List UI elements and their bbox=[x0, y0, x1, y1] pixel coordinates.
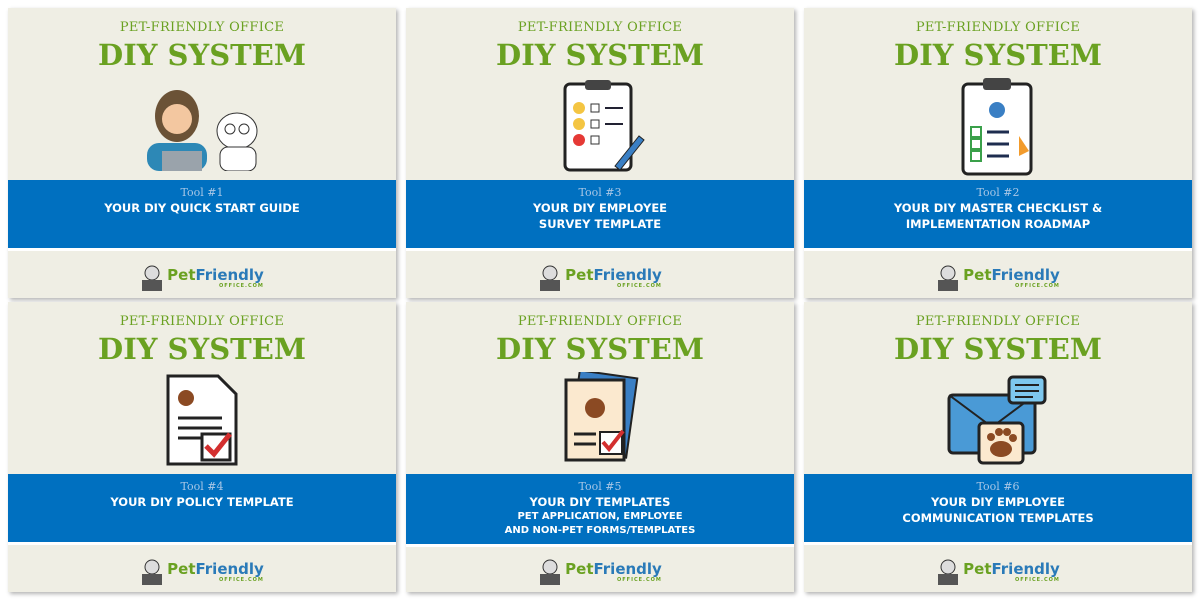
survey-clipboard-icon bbox=[406, 76, 794, 176]
cover-tool-3: PET-FRIENDLY OFFICE DIY SYSTEM Tool #3 YO… bbox=[406, 8, 794, 298]
cover-tool-2: PET-FRIENDLY OFFICE DIY SYSTEM Tool #2 YO… bbox=[804, 8, 1192, 298]
dog-laptop-icon bbox=[540, 559, 561, 585]
dog-laptop-icon bbox=[938, 559, 959, 585]
petfriendly-logo: PetFriendly OFFICE.COM bbox=[406, 558, 794, 586]
cover-band: Tool #4 YOUR DIY POLICY TEMPLATE bbox=[8, 474, 396, 545]
cover-kicker: PET-FRIENDLY OFFICE bbox=[119, 20, 285, 35]
dog-laptop-icon bbox=[142, 559, 163, 585]
cover-tool-5: PET-FRIENDLY OFFICE DIY SYSTEM Tool #5 YO… bbox=[406, 302, 794, 592]
tool-number: Tool #4 bbox=[180, 480, 224, 493]
cover-title: DIY SYSTEM bbox=[98, 332, 306, 366]
cover-band: Tool #3 YOUR DIY EMPLOYEE SURVEY TEMPLATE bbox=[406, 180, 794, 251]
petfriendly-logo: PetFriendly OFFICE.COM bbox=[406, 264, 794, 292]
cover-kicker: PET-FRIENDLY OFFICE bbox=[915, 20, 1081, 35]
logo-pet: Pet bbox=[963, 559, 992, 578]
envelope-chat-icon bbox=[804, 370, 1192, 470]
logo-sub: OFFICE.COM bbox=[1015, 576, 1060, 583]
cover-title: DIY SYSTEM bbox=[894, 332, 1102, 366]
cover-tool-6: PET-FRIENDLY OFFICE DIY SYSTEM Tool #6 YO… bbox=[804, 302, 1192, 592]
logo-friendly: Friendly bbox=[195, 559, 264, 578]
petfriendly-logo: PetFriendly OFFICE.COM bbox=[804, 264, 1192, 292]
logo-friendly: Friendly bbox=[991, 265, 1060, 284]
forms-documents-icon bbox=[406, 370, 794, 470]
cover-heading-line: YOUR DIY EMPLOYEE bbox=[930, 495, 1066, 509]
cover-band: Tool #1 YOUR DIY QUICK START GUIDE bbox=[8, 180, 396, 251]
cover-band: Tool #5 YOUR DIY TEMPLATES PET APPLICATION… bbox=[406, 474, 794, 547]
tool-number: Tool #3 bbox=[578, 186, 622, 199]
tool-number: Tool #1 bbox=[180, 186, 224, 199]
logo-pet: Pet bbox=[167, 265, 196, 284]
cover-subheading-line: AND NON-PET FORMS/TEMPLATES bbox=[504, 525, 696, 536]
tool-number: Tool #5 bbox=[578, 480, 622, 493]
logo-friendly: Friendly bbox=[593, 559, 662, 578]
cover-heading-line: YOUR DIY POLICY TEMPLATE bbox=[110, 495, 294, 509]
cover-kicker: PET-FRIENDLY OFFICE bbox=[119, 314, 285, 329]
cover-heading-line: SURVEY TEMPLATE bbox=[538, 217, 662, 231]
cover-title: DIY SYSTEM bbox=[496, 332, 704, 366]
woman-and-dog-icon bbox=[8, 76, 396, 176]
cover-title: DIY SYSTEM bbox=[496, 38, 704, 72]
cover-title: DIY SYSTEM bbox=[894, 38, 1102, 72]
petfriendly-logo: PetFriendly OFFICE.COM bbox=[804, 558, 1192, 586]
checklist-clipboard-icon bbox=[804, 76, 1192, 176]
cover-tool-4: PET-FRIENDLY OFFICE DIY SYSTEM Tool #4 YO… bbox=[8, 302, 396, 592]
cover-tool-1: PET-FRIENDLY OFFICE DIY SYSTEM Tool #1 YO… bbox=[8, 8, 396, 298]
logo-sub: OFFICE.COM bbox=[219, 282, 264, 289]
logo-sub: OFFICE.COM bbox=[617, 576, 662, 583]
logo-pet: Pet bbox=[565, 265, 594, 284]
dog-laptop-icon bbox=[938, 265, 959, 291]
logo-friendly: Friendly bbox=[195, 265, 264, 284]
cover-band: Tool #6 YOUR DIY EMPLOYEE COMMUNICATION TE… bbox=[804, 474, 1192, 545]
logo-sub: OFFICE.COM bbox=[219, 576, 264, 583]
cover-heading-line: COMMUNICATION TEMPLATES bbox=[902, 511, 1094, 525]
logo-sub: OFFICE.COM bbox=[1015, 282, 1060, 289]
logo-pet: Pet bbox=[565, 559, 594, 578]
logo-pet: Pet bbox=[963, 265, 992, 284]
cover-heading-line: YOUR DIY QUICK START GUIDE bbox=[104, 201, 300, 215]
tool-number: Tool #2 bbox=[976, 186, 1020, 199]
dog-laptop-icon bbox=[142, 265, 163, 291]
cover-kicker: PET-FRIENDLY OFFICE bbox=[517, 314, 683, 329]
policy-document-icon bbox=[8, 370, 396, 470]
logo-sub: OFFICE.COM bbox=[617, 282, 662, 289]
petfriendly-logo: PetFriendly OFFICE.COM bbox=[8, 558, 396, 586]
petfriendly-logo: PetFriendly OFFICE.COM bbox=[8, 264, 396, 292]
dog-laptop-icon bbox=[540, 265, 561, 291]
cover-subheading-line: PET APPLICATION, EMPLOYEE bbox=[517, 511, 683, 522]
logo-friendly: Friendly bbox=[593, 265, 662, 284]
cover-band: Tool #2 YOUR DIY MASTER CHECKLIST & IMPLEM… bbox=[804, 180, 1192, 251]
cover-kicker: PET-FRIENDLY OFFICE bbox=[915, 314, 1081, 329]
cover-heading-line: YOUR DIY EMPLOYEE bbox=[532, 201, 668, 215]
cover-title: DIY SYSTEM bbox=[98, 38, 306, 72]
cover-heading-line: YOUR DIY MASTER CHECKLIST & bbox=[893, 201, 1103, 215]
cover-kicker: PET-FRIENDLY OFFICE bbox=[517, 20, 683, 35]
tool-number: Tool #6 bbox=[976, 480, 1020, 493]
cover-heading-line: YOUR DIY TEMPLATES bbox=[529, 495, 671, 509]
logo-friendly: Friendly bbox=[991, 559, 1060, 578]
logo-pet: Pet bbox=[167, 559, 196, 578]
cover-heading-line: IMPLEMENTATION ROADMAP bbox=[905, 217, 1091, 231]
